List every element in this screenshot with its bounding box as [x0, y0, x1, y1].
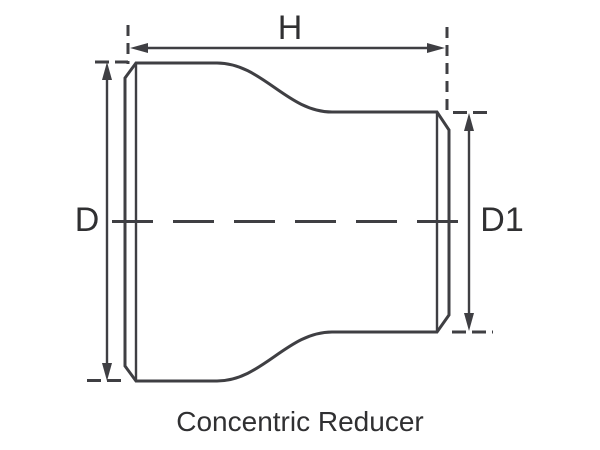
d-dimension: D	[75, 60, 128, 382]
diagram-caption: Concentric Reducer	[176, 406, 423, 437]
d-dimension-label: D	[75, 201, 100, 239]
d1-arrow-up-icon	[464, 113, 474, 131]
d1-dimension: D1	[452, 111, 524, 334]
h-dimension-label: H	[278, 9, 303, 47]
d1-arrow-down-icon	[464, 313, 474, 331]
d1-dimension-label: D1	[480, 201, 523, 239]
d-arrow-down-icon	[102, 363, 112, 381]
d-arrow-up-icon	[102, 62, 112, 80]
h-arrow-right-icon	[427, 43, 445, 53]
h-dimension: H	[126, 9, 449, 111]
h-arrow-left-icon	[130, 43, 148, 53]
